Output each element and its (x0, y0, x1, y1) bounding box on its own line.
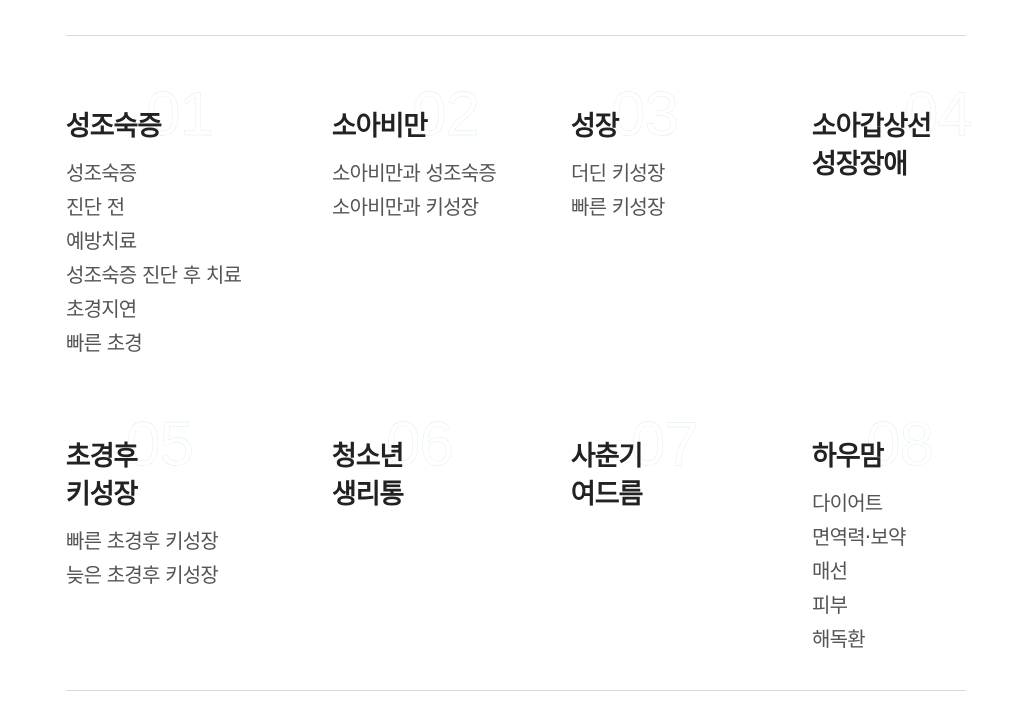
menu-item[interactable]: 소아비만과 키성장 (332, 195, 479, 219)
category-title[interactable]: 성장 (571, 111, 620, 142)
category-menu: 더딘 키성장 빠른 키성장 (571, 156, 791, 224)
menu-item[interactable]: 다이어트 (812, 491, 883, 515)
category-menu: 성조숙증 진단 전 예방치료 성조숙증 진단 후 치료 초경지연 빠른 초경 (66, 156, 286, 360)
bottom-divider (66, 690, 966, 691)
category-06: 06 청소년 생리통 (332, 410, 552, 514)
category-03: 03 성장 더딘 키성장 빠른 키성장 (571, 80, 791, 224)
menu-item[interactable]: 진단 전 (66, 195, 125, 219)
menu-item[interactable]: 소아비만과 성조숙증 (332, 161, 497, 185)
category-title[interactable]: 청소년 생리통 (332, 441, 405, 510)
category-number: 06 (386, 410, 454, 479)
menu-item[interactable]: 빠른 초경후 키성장 (66, 529, 219, 553)
category-number: 04 (904, 80, 972, 149)
menu-item[interactable]: 더딘 키성장 (571, 161, 665, 185)
category-title[interactable]: 성조숙증 (66, 111, 162, 142)
menu-item[interactable]: 예방치료 (66, 229, 137, 253)
menu-item[interactable]: 성조숙증 진단 후 치료 (66, 263, 242, 287)
menu-item[interactable]: 성조숙증 (66, 161, 137, 185)
top-divider (66, 35, 966, 36)
category-title[interactable]: 소아비만 (332, 111, 428, 142)
category-number: 01 (146, 80, 214, 149)
menu-item[interactable]: 해독환 (812, 627, 866, 651)
category-08: 08 하우맘 다이어트 면역력·보약 매선 피부 해독환 (812, 410, 1024, 656)
menu-item[interactable]: 빠른 키성장 (571, 195, 665, 219)
category-number: 03 (611, 80, 679, 149)
menu-item[interactable]: 늦은 초경후 키성장 (66, 563, 219, 587)
category-04: 04 소아갑상선 성장장애 (812, 80, 1024, 184)
category-number: 02 (412, 80, 480, 149)
category-01: 01 성조숙증 성조숙증 진단 전 예방치료 성조숙증 진단 후 치료 초경지연… (66, 80, 286, 360)
category-number: 08 (866, 410, 934, 479)
menu-item[interactable]: 매선 (812, 559, 848, 583)
category-menu: 다이어트 면역력·보약 매선 피부 해독환 (812, 486, 1024, 656)
category-02: 02 소아비만 소아비만과 성조숙증 소아비만과 키성장 (332, 80, 552, 224)
category-title[interactable]: 초경후 키성장 (66, 441, 139, 510)
category-07: 07 사춘기 여드름 (571, 410, 791, 514)
category-05: 05 초경후 키성장 빠른 초경후 키성장 늦은 초경후 키성장 (66, 410, 286, 592)
category-title[interactable]: 하우맘 (812, 441, 885, 472)
category-menu: 빠른 초경후 키성장 늦은 초경후 키성장 (66, 524, 286, 592)
menu-item[interactable]: 초경지연 (66, 297, 137, 321)
category-number: 07 (631, 410, 699, 479)
category-number: 05 (126, 410, 194, 479)
category-title[interactable]: 소아갑상선 성장장애 (812, 111, 932, 180)
menu-item[interactable]: 면역력·보약 (812, 525, 906, 549)
menu-item[interactable]: 빠른 초경 (66, 331, 143, 355)
menu-item[interactable]: 피부 (812, 593, 848, 617)
category-title[interactable]: 사춘기 여드름 (571, 441, 644, 510)
category-menu: 소아비만과 성조숙증 소아비만과 키성장 (332, 156, 552, 224)
